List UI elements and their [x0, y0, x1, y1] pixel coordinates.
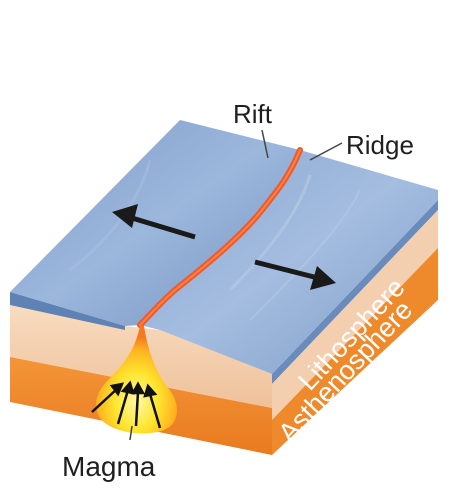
- magma-plume: [95, 326, 177, 434]
- right-plate-surface: [140, 150, 438, 374]
- rift-leader-line: [261, 129, 269, 159]
- magma-leader-line: [129, 425, 133, 441]
- left-spreading-arrow: [112, 204, 196, 240]
- rift-label: Rift: [233, 99, 273, 129]
- magma-upwelling-arrows: [91, 380, 162, 429]
- ridge-label: Ridge: [346, 130, 414, 160]
- ocean-side-edge: [272, 200, 438, 384]
- ridge-leader-line: [309, 142, 343, 161]
- magma-label: Magma: [62, 451, 156, 482]
- asthenosphere-side-layer: [272, 248, 438, 455]
- left-plate-front-edge: [10, 292, 125, 330]
- right-spreading-arrow: [254, 259, 336, 290]
- lithosphere-side-layer: [272, 210, 438, 420]
